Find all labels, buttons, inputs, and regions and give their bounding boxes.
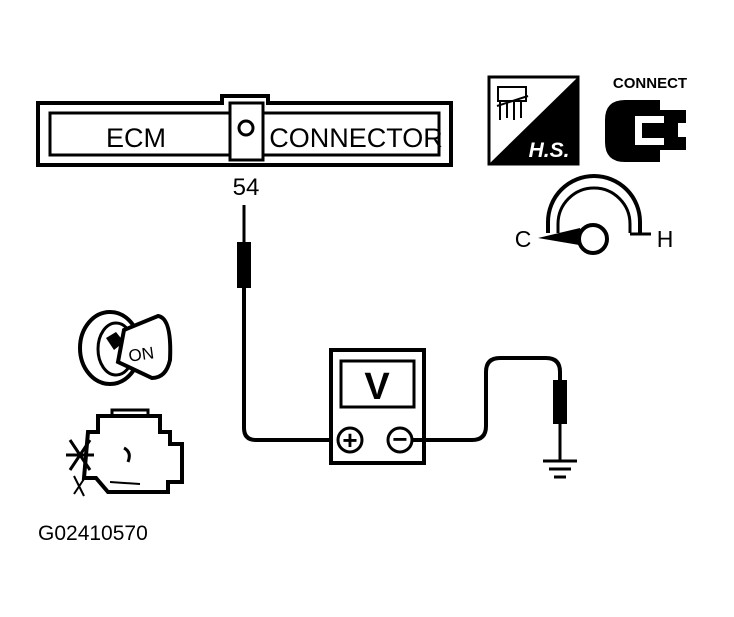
positive-terminal-icon	[336, 426, 364, 454]
ecm-label: ECM	[106, 123, 166, 153]
negative-test-lead	[412, 356, 567, 460]
gauge-hot-label: H	[657, 226, 674, 252]
connector-pin-hole-icon	[237, 119, 255, 137]
ecm-connector: ECM CONNECTOR	[36, 94, 453, 167]
hs-label: H.S.	[529, 139, 570, 162]
pin-number: 54	[233, 174, 260, 201]
voltmeter-display-label: V	[364, 366, 390, 408]
connect-label: CONNECT	[613, 75, 687, 92]
ignition-on-label: ON	[127, 343, 155, 365]
engine-running-icon	[66, 408, 184, 497]
engine-temperature-gauge-icon: C H	[515, 174, 674, 255]
ground-symbol-icon	[543, 459, 577, 479]
positive-test-lead	[237, 205, 333, 442]
negative-probe	[553, 380, 567, 424]
harness-side-connector-icon: H.S.	[487, 75, 580, 166]
gauge-cold-label: C	[515, 226, 532, 252]
voltmeter: V + −	[329, 348, 426, 465]
ignition-key-icon: ON	[78, 310, 173, 386]
plug-connected-icon: CONNECT	[605, 75, 687, 162]
negative-terminal-symbol: −	[392, 424, 407, 454]
connector-label: CONNECTOR	[269, 123, 443, 153]
positive-terminal-symbol: +	[342, 425, 357, 455]
positive-probe	[237, 242, 251, 288]
figure-id: G02410570	[38, 522, 148, 545]
